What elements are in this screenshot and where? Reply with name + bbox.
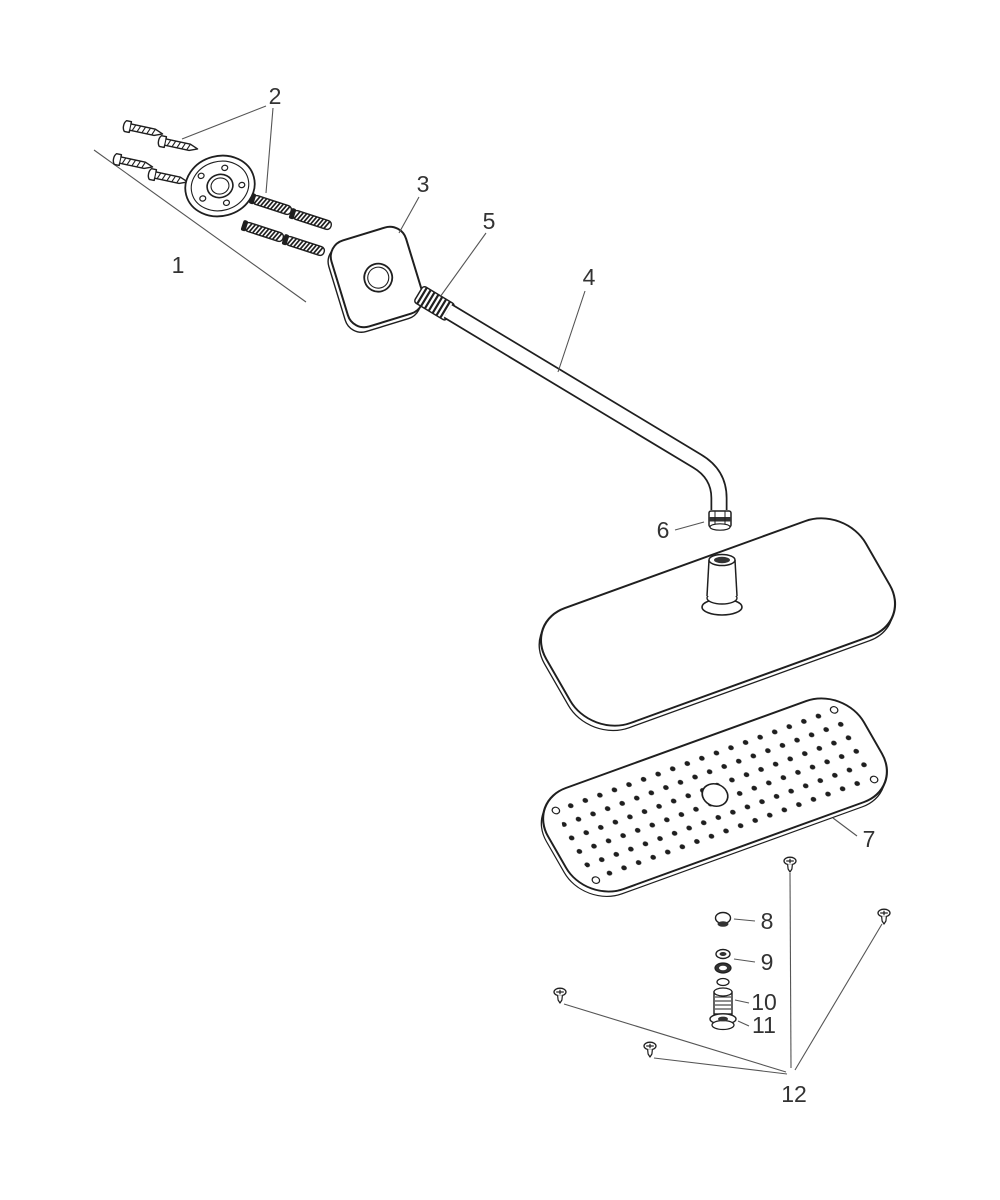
head-inlet-connector: [701, 553, 743, 616]
mounting-screw: [121, 119, 165, 141]
callout-4: 4: [583, 264, 596, 290]
flange-nut: [709, 1013, 737, 1031]
callout-7: 7: [863, 826, 876, 852]
escutcheon-hole: [363, 262, 394, 293]
callout-8: 8: [761, 908, 774, 934]
mounting-screw: [146, 167, 190, 189]
fastening-screw: [877, 908, 891, 925]
plate-screw-hole: [869, 775, 879, 784]
callout-10: 10: [751, 989, 777, 1015]
callout-2: 2: [269, 83, 282, 109]
leader-lines: [181, 105, 883, 1075]
callout-1: 1: [172, 252, 185, 278]
seal-ring-lower: [714, 962, 732, 974]
center-nozzle-ring: [701, 783, 729, 807]
mounting-screw: [111, 152, 155, 174]
shower-head-body: [538, 517, 897, 732]
wall-anchor: [280, 232, 327, 259]
callout-12-leader: [794, 923, 883, 1071]
callout-1-leader: [93, 149, 307, 303]
wall-anchor: [287, 206, 334, 233]
escutcheon-plate: [327, 225, 425, 333]
plate-screw-hole: [829, 706, 839, 714]
mounting-screws-group: [111, 119, 200, 189]
callout-3-leader: [398, 196, 420, 234]
wall-anchors-group: [239, 191, 334, 259]
spray-plate: [540, 697, 888, 897]
callout-11-leader: [737, 1020, 750, 1027]
callout-12-leader: [789, 872, 792, 1069]
callout-2-leader: [265, 107, 274, 194]
callout-11: 11: [752, 1012, 776, 1038]
callout-3: 3: [417, 171, 430, 197]
callout-5-leader: [439, 232, 487, 298]
callout-2-leader: [181, 105, 267, 140]
shower-arm: [443, 303, 728, 511]
callout-6-leader: [674, 521, 705, 531]
wall-anchor: [247, 191, 294, 218]
callout-5: 5: [483, 208, 496, 234]
mounting-screw: [156, 134, 200, 156]
callout-12: 12: [781, 1081, 807, 1107]
callout-12-leader: [653, 1057, 788, 1075]
callout-12-leader: [563, 1003, 787, 1073]
wall-flange: [184, 154, 256, 218]
callout-9-leader: [733, 958, 756, 963]
arm-connection-nut: [708, 510, 732, 531]
connector-sleeve: [713, 987, 733, 1015]
fastening-screw: [553, 987, 567, 1004]
fastening-screw: [783, 856, 797, 873]
seal-ring-upper: [715, 948, 731, 960]
callout-4-leader: [557, 290, 586, 373]
fastening-screw: [643, 1041, 657, 1058]
callout-10-leader: [734, 999, 750, 1004]
arm-thread: [414, 285, 455, 321]
filter-cap: [714, 911, 732, 927]
callout-9: 9: [761, 949, 774, 975]
plate-screw-hole: [591, 876, 601, 884]
wall-anchor: [239, 218, 286, 245]
plate-screw-hole: [551, 806, 561, 815]
callout-7-leader: [832, 817, 858, 837]
callout-8-leader: [733, 918, 756, 922]
washer: [716, 977, 730, 987]
callout-6: 6: [657, 517, 670, 543]
